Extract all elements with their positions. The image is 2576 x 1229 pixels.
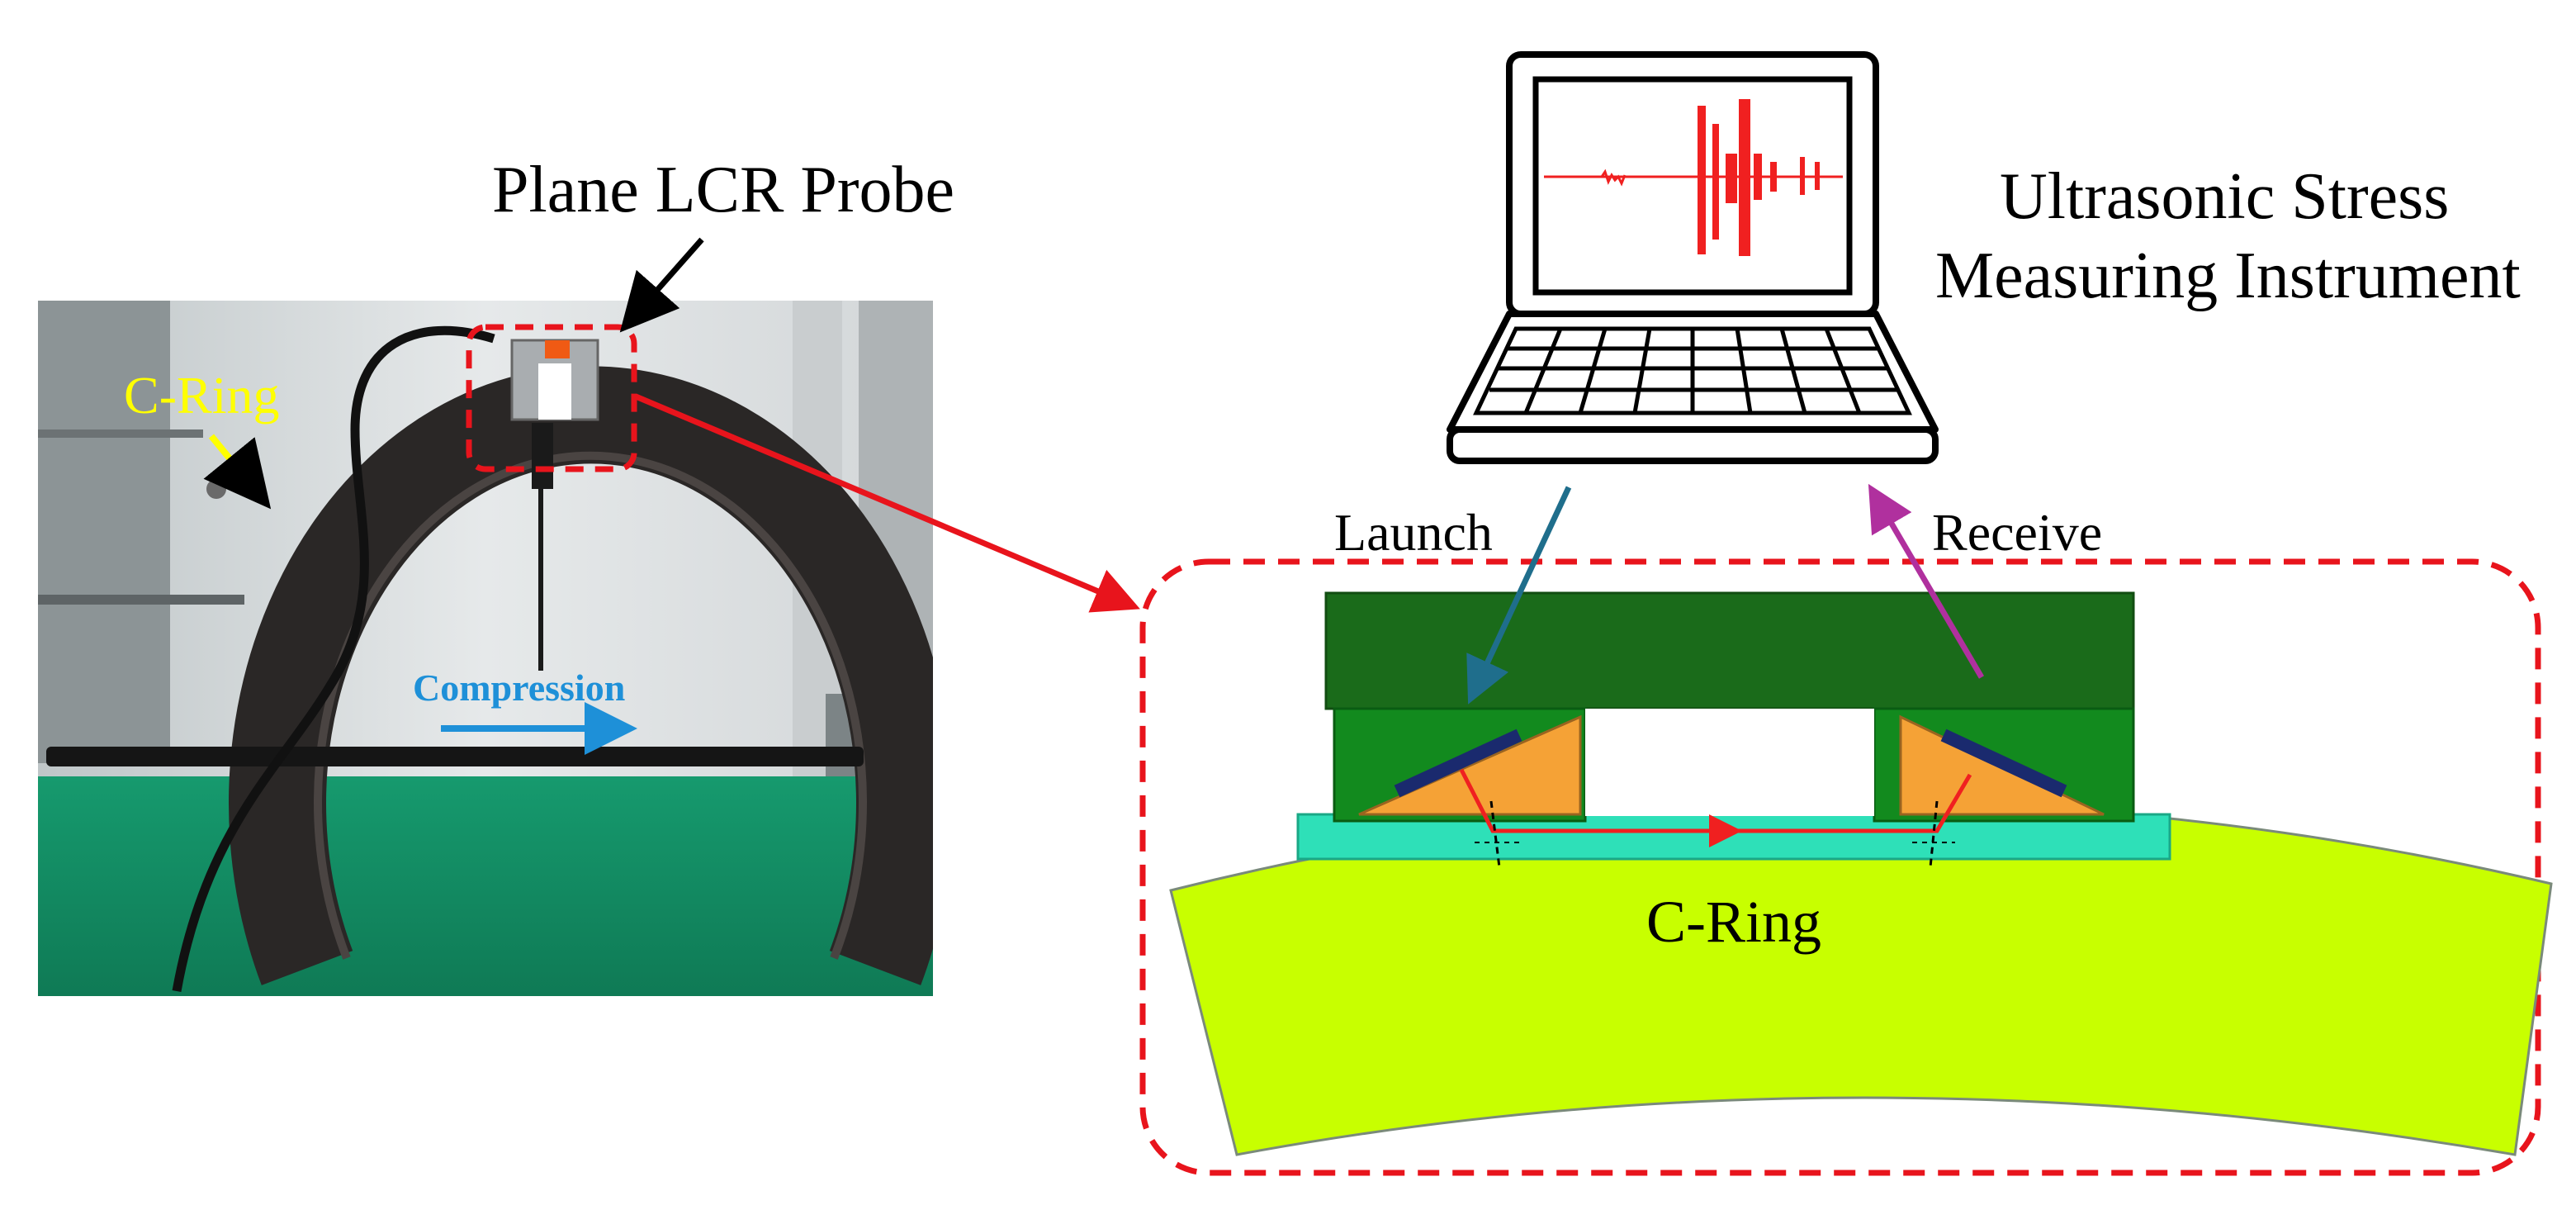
launch-arrow [1466,486,1572,705]
diagram-cring-label: C-Ring [1646,889,1821,955]
instrument-label-line1: Ultrasonic Stress [2000,160,2449,233]
laptop-icon [1447,51,1939,464]
compression-label: Compression [413,667,625,709]
zoom-arrow [634,393,1140,613]
photo-cring-arrow [203,434,272,510]
probe-highlight-box [466,324,637,472]
probe-arrow [619,237,704,333]
ultrasonic-waveform [1544,99,1843,256]
detail-dashed-box [1139,558,2541,1176]
receive-arrow [1868,483,1985,679]
instrument-label-line2: Measuring Instrument [1935,240,2521,312]
probe-label: Plane LCR Probe [492,154,954,226]
left-transducer [1394,728,1522,798]
photo-cring-label: C-Ring [124,366,279,425]
c-ring-photo [38,301,933,996]
probe-housing-top [1324,591,2135,710]
receive-label: Receive [1932,503,2102,562]
launch-label: Launch [1334,503,1493,562]
right-transducer [1940,728,2067,798]
